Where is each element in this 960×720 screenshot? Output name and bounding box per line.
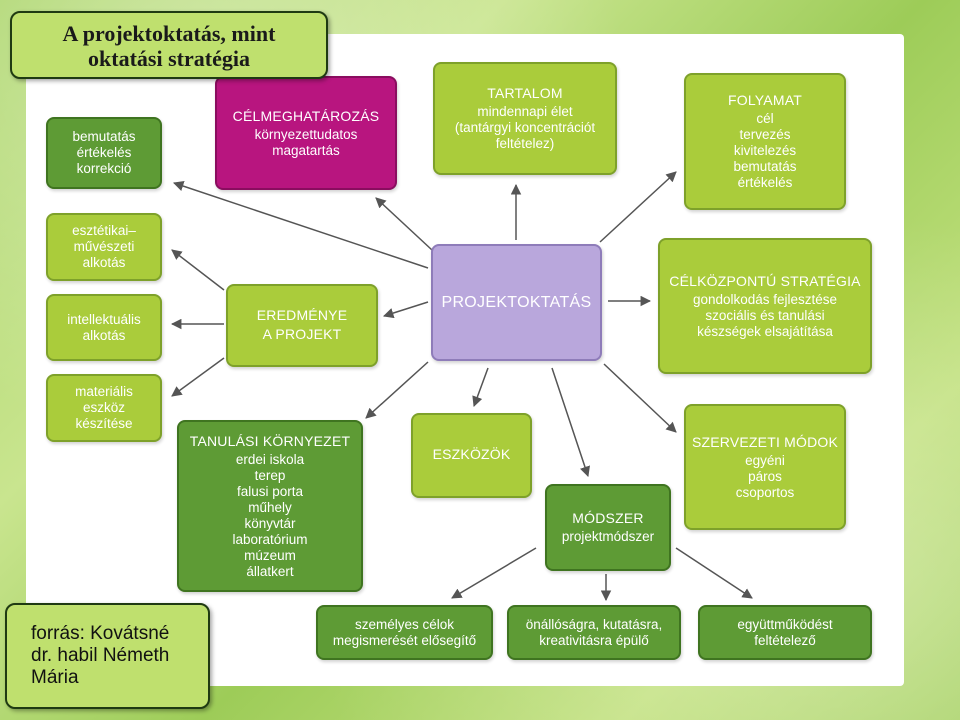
esztetikai-line-1: esztétikai– — [72, 223, 136, 238]
box-eszkozok: ESZKÖZÖK — [411, 413, 532, 498]
eredmenye-title: EREDMÉNYE — [256, 306, 348, 323]
arrow-to-celmeghatarozas — [375, 197, 433, 251]
materialis-line-1: materiális — [75, 384, 133, 399]
celkozpontu-title: CÉLKÖZPONTÚ STRATÉGIA — [669, 272, 861, 289]
arrow-to-egyuttmukodest — [675, 547, 753, 599]
bemutatas-line-1: bemutatás — [72, 129, 136, 144]
source-line-2: dr. habil Németh — [31, 645, 170, 666]
materialis-line-2: eszköz — [82, 400, 126, 415]
tanulasi-line-8: állatkert — [246, 563, 294, 579]
folyamat-line-5: értékelés — [737, 175, 793, 190]
eszkozok-title: ESZKÖZÖK — [432, 446, 511, 462]
tartalom-line-2: (tantárgyi koncentrációt — [454, 120, 596, 135]
box-modszer: MÓDSZER projektmódszer — [545, 484, 671, 571]
modszer-title: MÓDSZER — [572, 510, 644, 526]
esztetikai-line-3: alkotás — [82, 255, 126, 270]
bemutatas-line-3: korrekció — [76, 161, 132, 176]
box-esztetikai: esztétikai– művészeti alkotás — [46, 213, 162, 281]
tartalom-line-3: feltételez) — [495, 136, 555, 151]
slide-title: A projektoktatás, mint oktatási stratégi… — [10, 11, 328, 79]
box-tanulasi: TANULÁSI KÖRNYEZET erdei iskola terep fa… — [177, 420, 363, 592]
tartalom-title: TARTALOM — [487, 85, 563, 101]
source-line-3: Mária — [31, 667, 79, 688]
folyamat-line-1: cél — [756, 111, 774, 126]
tanulasi-line-3: falusi porta — [236, 483, 304, 499]
tanulasi-line-2: terep — [254, 467, 286, 483]
tanulasi-line-1: erdei iskola — [235, 451, 305, 467]
arrow-to-modszer — [551, 367, 590, 477]
arrow-to-tanulasi — [365, 361, 429, 419]
folyamat-line-4: bemutatás — [733, 159, 797, 174]
tartalom-line-1: mindennapi élet — [477, 104, 573, 119]
arrow-to-szemelyes — [451, 547, 537, 599]
arrow-to-bemutatas — [173, 181, 429, 269]
box-tartalom: TARTALOM mindennapi élet (tantárgyi konc… — [433, 62, 617, 175]
tanulasi-line-7: múzeum — [244, 547, 296, 563]
box-materialis: materiális eszköz készítése — [46, 374, 162, 442]
slide-title-line-1: A projektoktatás, mint — [62, 21, 276, 46]
celmeghatarozas-line-2: magatartás — [272, 142, 340, 158]
intellektualis-line-1: intellektuális — [67, 311, 141, 327]
esztetikai-line-2: művészeti — [73, 239, 135, 254]
intellektualis-line-2: alkotás — [82, 327, 126, 343]
box-szemelyes: személyes célok megismerését elősegítő — [316, 605, 493, 660]
folyamat-line-3: kivitelezés — [733, 143, 797, 158]
onallosagra-line-1: önállóságra, kutatásra, — [525, 616, 663, 632]
onallosagra-line-2: kreativitásra épülő — [539, 632, 649, 648]
box-celmeghatarozas: CÉLMEGHATÁROZÁS környezettudatos magatar… — [215, 76, 397, 190]
box-folyamat: FOLYAMAT cél tervezés kivitelezés bemuta… — [684, 73, 846, 210]
egyuttmukodest-line-2: feltételező — [754, 632, 816, 648]
box-celkozpontu: CÉLKÖZPONTÚ STRATÉGIA gondolkodás fejles… — [658, 238, 872, 374]
slide-title-line-2: oktatási stratégia — [88, 46, 250, 71]
szemelyes-line-1: személyes célok — [354, 616, 455, 632]
source-line-1: forrás: Kovátsné — [31, 623, 170, 644]
box-szervezeti: SZERVEZETI MÓDOK egyéni páros csoportos — [684, 404, 846, 530]
tanulasi-line-4: műhely — [248, 499, 292, 515]
arrow-to-eszkozok — [472, 367, 489, 407]
egyuttmukodest-line-1: együttműködést — [737, 616, 833, 632]
folyamat-line-2: tervezés — [739, 127, 791, 142]
box-eredmenye: EREDMÉNYE A PROJEKT — [226, 284, 378, 367]
materialis-line-3: készítése — [75, 416, 133, 431]
tanulasi-line-6: laboratórium — [232, 531, 308, 547]
modszer-line-1: projektmódszer — [561, 529, 655, 544]
folyamat-title: FOLYAMAT — [728, 92, 802, 108]
celkozpontu-line-1: gondolkodás fejlesztése — [692, 291, 838, 307]
box-projektoktatas: PROJEKTOKTATÁS — [431, 244, 602, 361]
arrow-to-szervezeti — [603, 363, 677, 433]
szervezeti-line-1: egyéni — [745, 452, 785, 468]
celmeghatarozas-line-1: környezettudatos — [254, 126, 358, 142]
szervezeti-line-2: páros — [748, 468, 782, 484]
source-note: forrás: Kovátsné dr. habil Németh Mária — [5, 603, 210, 709]
eredmenye-line-2: A PROJEKT — [262, 325, 342, 342]
celmeghatarozas-title: CÉLMEGHATÁROZÁS — [232, 107, 380, 124]
bemutatas-line-2: értékelés — [76, 145, 132, 160]
arrow-to-esztetikai — [171, 249, 225, 291]
box-intellektualis: intellektuális alkotás — [46, 294, 162, 361]
box-bemutatas: bemutatás értékelés korrekció — [46, 117, 162, 189]
box-egyuttmukodest: együttműködést feltételező — [698, 605, 872, 660]
tanulasi-title: TANULÁSI KÖRNYEZET — [189, 432, 351, 449]
celkozpontu-line-2: szociális és tanulási — [705, 307, 825, 323]
arrow-to-folyamat — [599, 171, 677, 243]
szemelyes-line-2: megismerését elősegítő — [332, 632, 477, 648]
box-onallosagra: önállóságra, kutatásra, kreativitásra ép… — [507, 605, 681, 660]
celkozpontu-line-3: készségek elsajátítása — [697, 323, 833, 339]
szervezeti-title: SZERVEZETI MÓDOK — [691, 433, 839, 450]
tanulasi-line-5: könyvtár — [244, 515, 296, 531]
arrow-to-materialis — [171, 357, 225, 397]
center-label: PROJEKTOKTATÁS — [441, 293, 592, 311]
szervezeti-line-3: csoportos — [735, 484, 795, 500]
arrow-to-eredmenye — [382, 301, 429, 319]
